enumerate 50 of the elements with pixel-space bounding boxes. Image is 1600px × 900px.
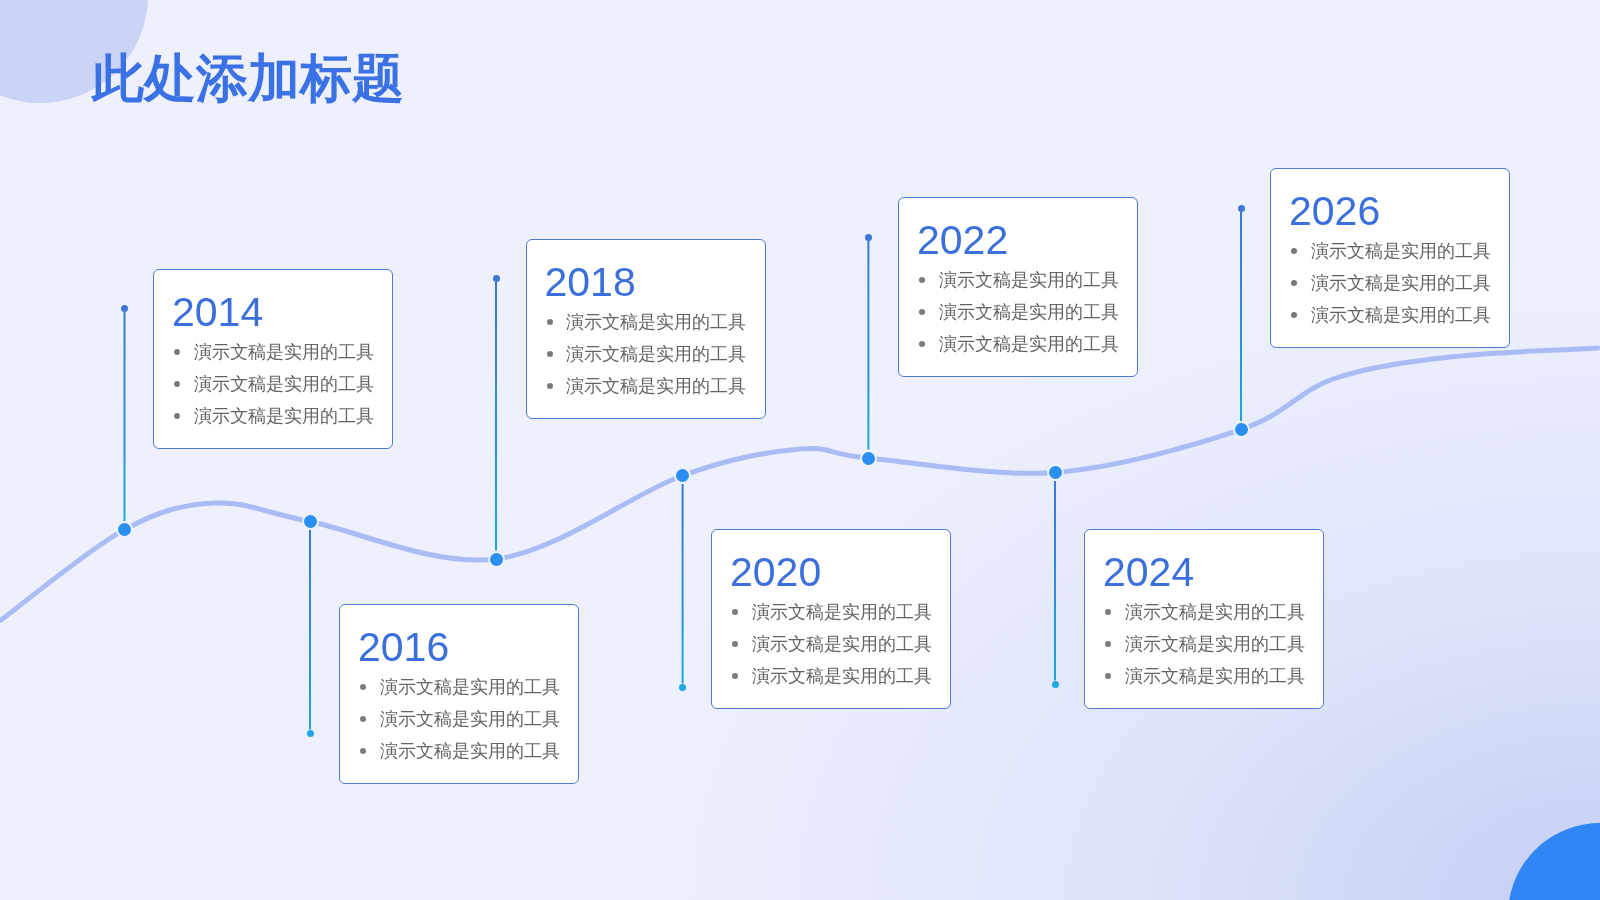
bullet-text: 演示文稿是实用的工具 bbox=[751, 665, 932, 688]
connector-line bbox=[1054, 479, 1056, 682]
year-label: 2022 bbox=[917, 219, 1009, 261]
bullet-text: 演示文稿是实用的工具 bbox=[1310, 239, 1491, 262]
bullet-text: 演示文稿是实用的工具 bbox=[379, 740, 560, 763]
bullet-text: 演示文稿是实用的工具 bbox=[566, 310, 746, 333]
end-dot bbox=[1237, 205, 1245, 212]
bullet-text: 演示文稿是实用的工具 bbox=[1124, 633, 1305, 656]
bullet-text: 演示文稿是实用的工具 bbox=[751, 633, 932, 656]
connector-line bbox=[681, 483, 684, 685]
bullet-text: 演示文稿是实用的工具 bbox=[379, 708, 560, 731]
year-label: 2024 bbox=[1103, 551, 1195, 593]
bullet-text: 演示文稿是实用的工具 bbox=[566, 375, 746, 398]
end-dot bbox=[121, 305, 128, 312]
bullet-text: 演示文稿是实用的工具 bbox=[566, 343, 746, 366]
bullet-text: 演示文稿是实用的工具 bbox=[1310, 272, 1491, 295]
year-label: 2014 bbox=[172, 291, 264, 333]
end-dot bbox=[864, 233, 872, 241]
connector-line bbox=[867, 239, 870, 451]
milestone-card bbox=[898, 197, 1138, 377]
milestone-card bbox=[525, 239, 766, 419]
milestone-card bbox=[711, 529, 951, 709]
bullet-text: 演示文稿是实用的工具 bbox=[193, 340, 374, 363]
end-dot bbox=[306, 729, 314, 737]
bullet-text: 演示文稿是实用的工具 bbox=[751, 600, 932, 623]
year-label: 2016 bbox=[358, 626, 450, 668]
end-dot bbox=[679, 683, 687, 691]
connector-line bbox=[495, 280, 497, 552]
connector-line bbox=[309, 529, 311, 731]
milestone-card bbox=[1270, 168, 1510, 348]
milestone-card bbox=[339, 604, 579, 784]
bullet-text: 演示文稿是实用的工具 bbox=[1124, 600, 1305, 623]
milestone-card bbox=[153, 269, 393, 449]
year-label: 2026 bbox=[1289, 190, 1381, 232]
connector-line bbox=[123, 311, 126, 523]
bullet-text: 演示文稿是实用的工具 bbox=[938, 268, 1119, 291]
bullet-text: 演示文稿是实用的工具 bbox=[1124, 665, 1305, 688]
year-label: 2018 bbox=[544, 261, 636, 303]
end-dot bbox=[492, 274, 500, 282]
bullet-text: 演示文稿是实用的工具 bbox=[938, 333, 1119, 356]
year-label: 2020 bbox=[730, 551, 822, 593]
bullet-text: 演示文稿是实用的工具 bbox=[379, 675, 560, 698]
milestone-card bbox=[1084, 529, 1324, 709]
bullet-text: 演示文稿是实用的工具 bbox=[1310, 304, 1491, 327]
bullet-text: 演示文稿是实用的工具 bbox=[193, 405, 374, 428]
bullet-text: 演示文稿是实用的工具 bbox=[193, 373, 374, 396]
end-dot bbox=[1051, 680, 1059, 688]
slide-title: 此处添加标题 bbox=[92, 52, 404, 104]
connector-line bbox=[1240, 211, 1242, 423]
bullet-text: 演示文稿是实用的工具 bbox=[938, 301, 1119, 324]
